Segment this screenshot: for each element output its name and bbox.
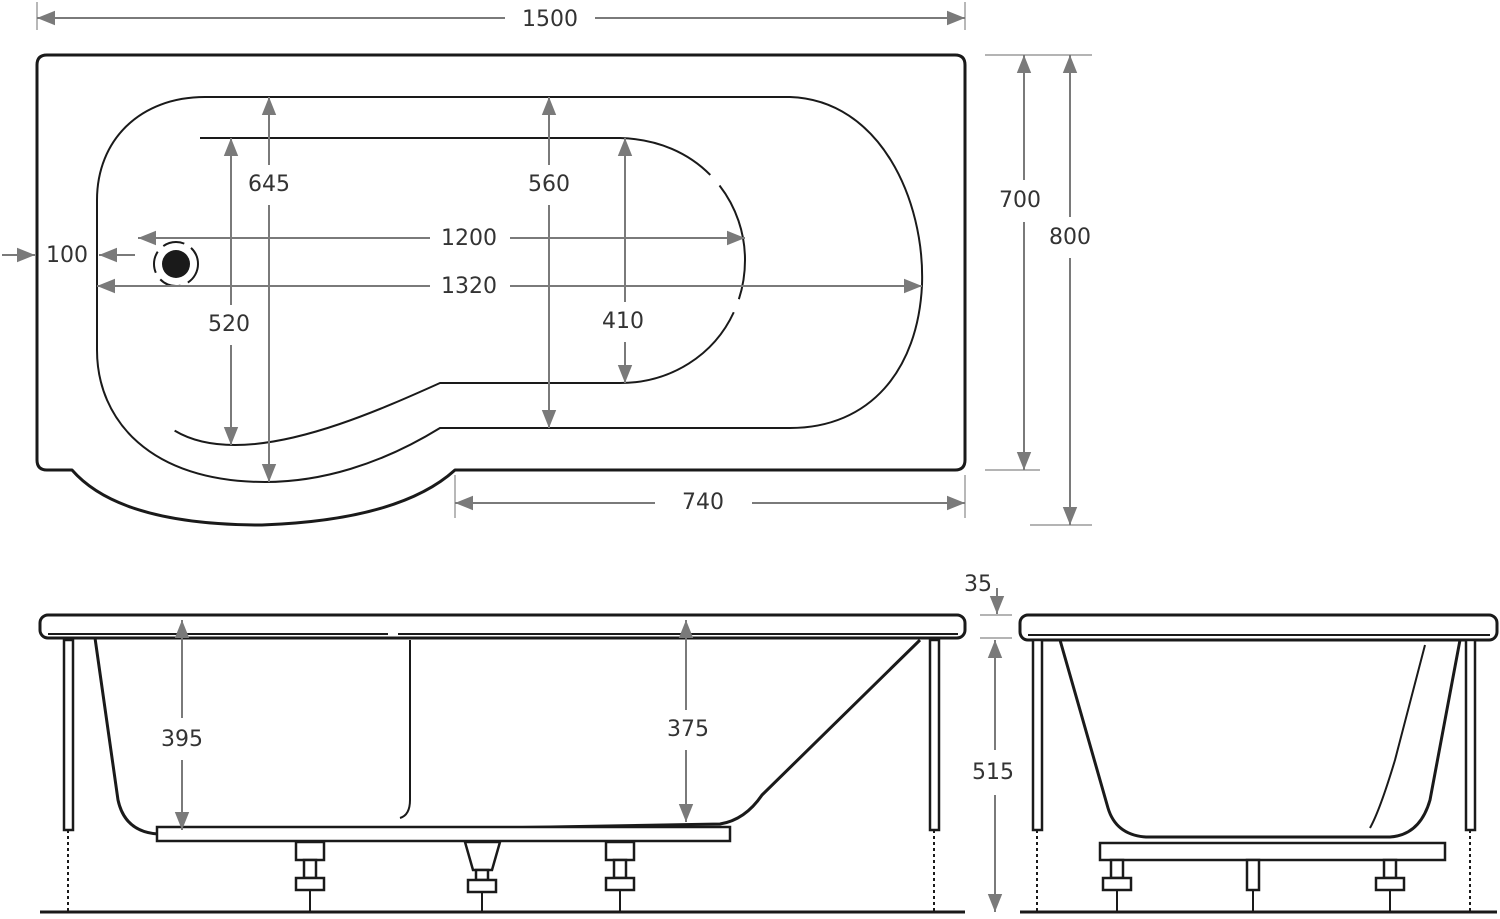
- dim-basin-floor-length: 1200: [441, 226, 497, 251]
- side-leg-left: [62, 638, 75, 832]
- side-leg-right: [928, 638, 941, 832]
- end-rim: [1018, 613, 1499, 642]
- side-foot: [604, 840, 636, 912]
- end-foot: [1245, 858, 1261, 912]
- top-view: 1500 645 560 520 410 1200 1320 100: [2, 2, 1092, 527]
- end-foot: [1374, 858, 1406, 912]
- rim-inner-outline: [96, 96, 924, 484]
- end-leg-right: [1464, 638, 1477, 832]
- dim-basin-floor-width: 520: [208, 312, 250, 337]
- dim-basin-end-width: 410: [602, 309, 644, 334]
- dim-narrow-width: 700: [999, 188, 1041, 213]
- end-leg-left: [1031, 638, 1044, 832]
- dim-inner-length: 1320: [441, 274, 497, 299]
- dim-depth-left: 395: [161, 727, 203, 752]
- dim-waste-offset: 100: [46, 243, 88, 268]
- dim-overall-width: 800: [1049, 225, 1091, 250]
- side-base-plate: [155, 825, 732, 843]
- dim-overall-height: 515: [972, 760, 1014, 785]
- waste-drain-icon: [162, 250, 190, 278]
- basin-floor-outline: [137, 137, 747, 447]
- dim-overall-length: 1500: [522, 7, 578, 32]
- dim-depth-right: 375: [667, 717, 709, 742]
- bath-outer-outline: [35, 53, 967, 527]
- side-basin-outline: [93, 637, 922, 836]
- dim-rim-thickness: 35: [964, 572, 992, 597]
- end-base-plate: [1098, 841, 1447, 862]
- end-foot: [1101, 858, 1133, 912]
- dim-mid-width: 560: [528, 172, 570, 197]
- side-foot: [294, 840, 326, 912]
- dim-rim-inner-width: 645: [248, 172, 290, 197]
- side-foot: [463, 840, 502, 912]
- side-view: 395 375 35 515: [38, 572, 1014, 914]
- end-view: [1018, 613, 1499, 914]
- dim-straight-section-length: 740: [682, 490, 724, 515]
- end-basin-outline: [1058, 639, 1462, 839]
- side-rim: [38, 613, 967, 640]
